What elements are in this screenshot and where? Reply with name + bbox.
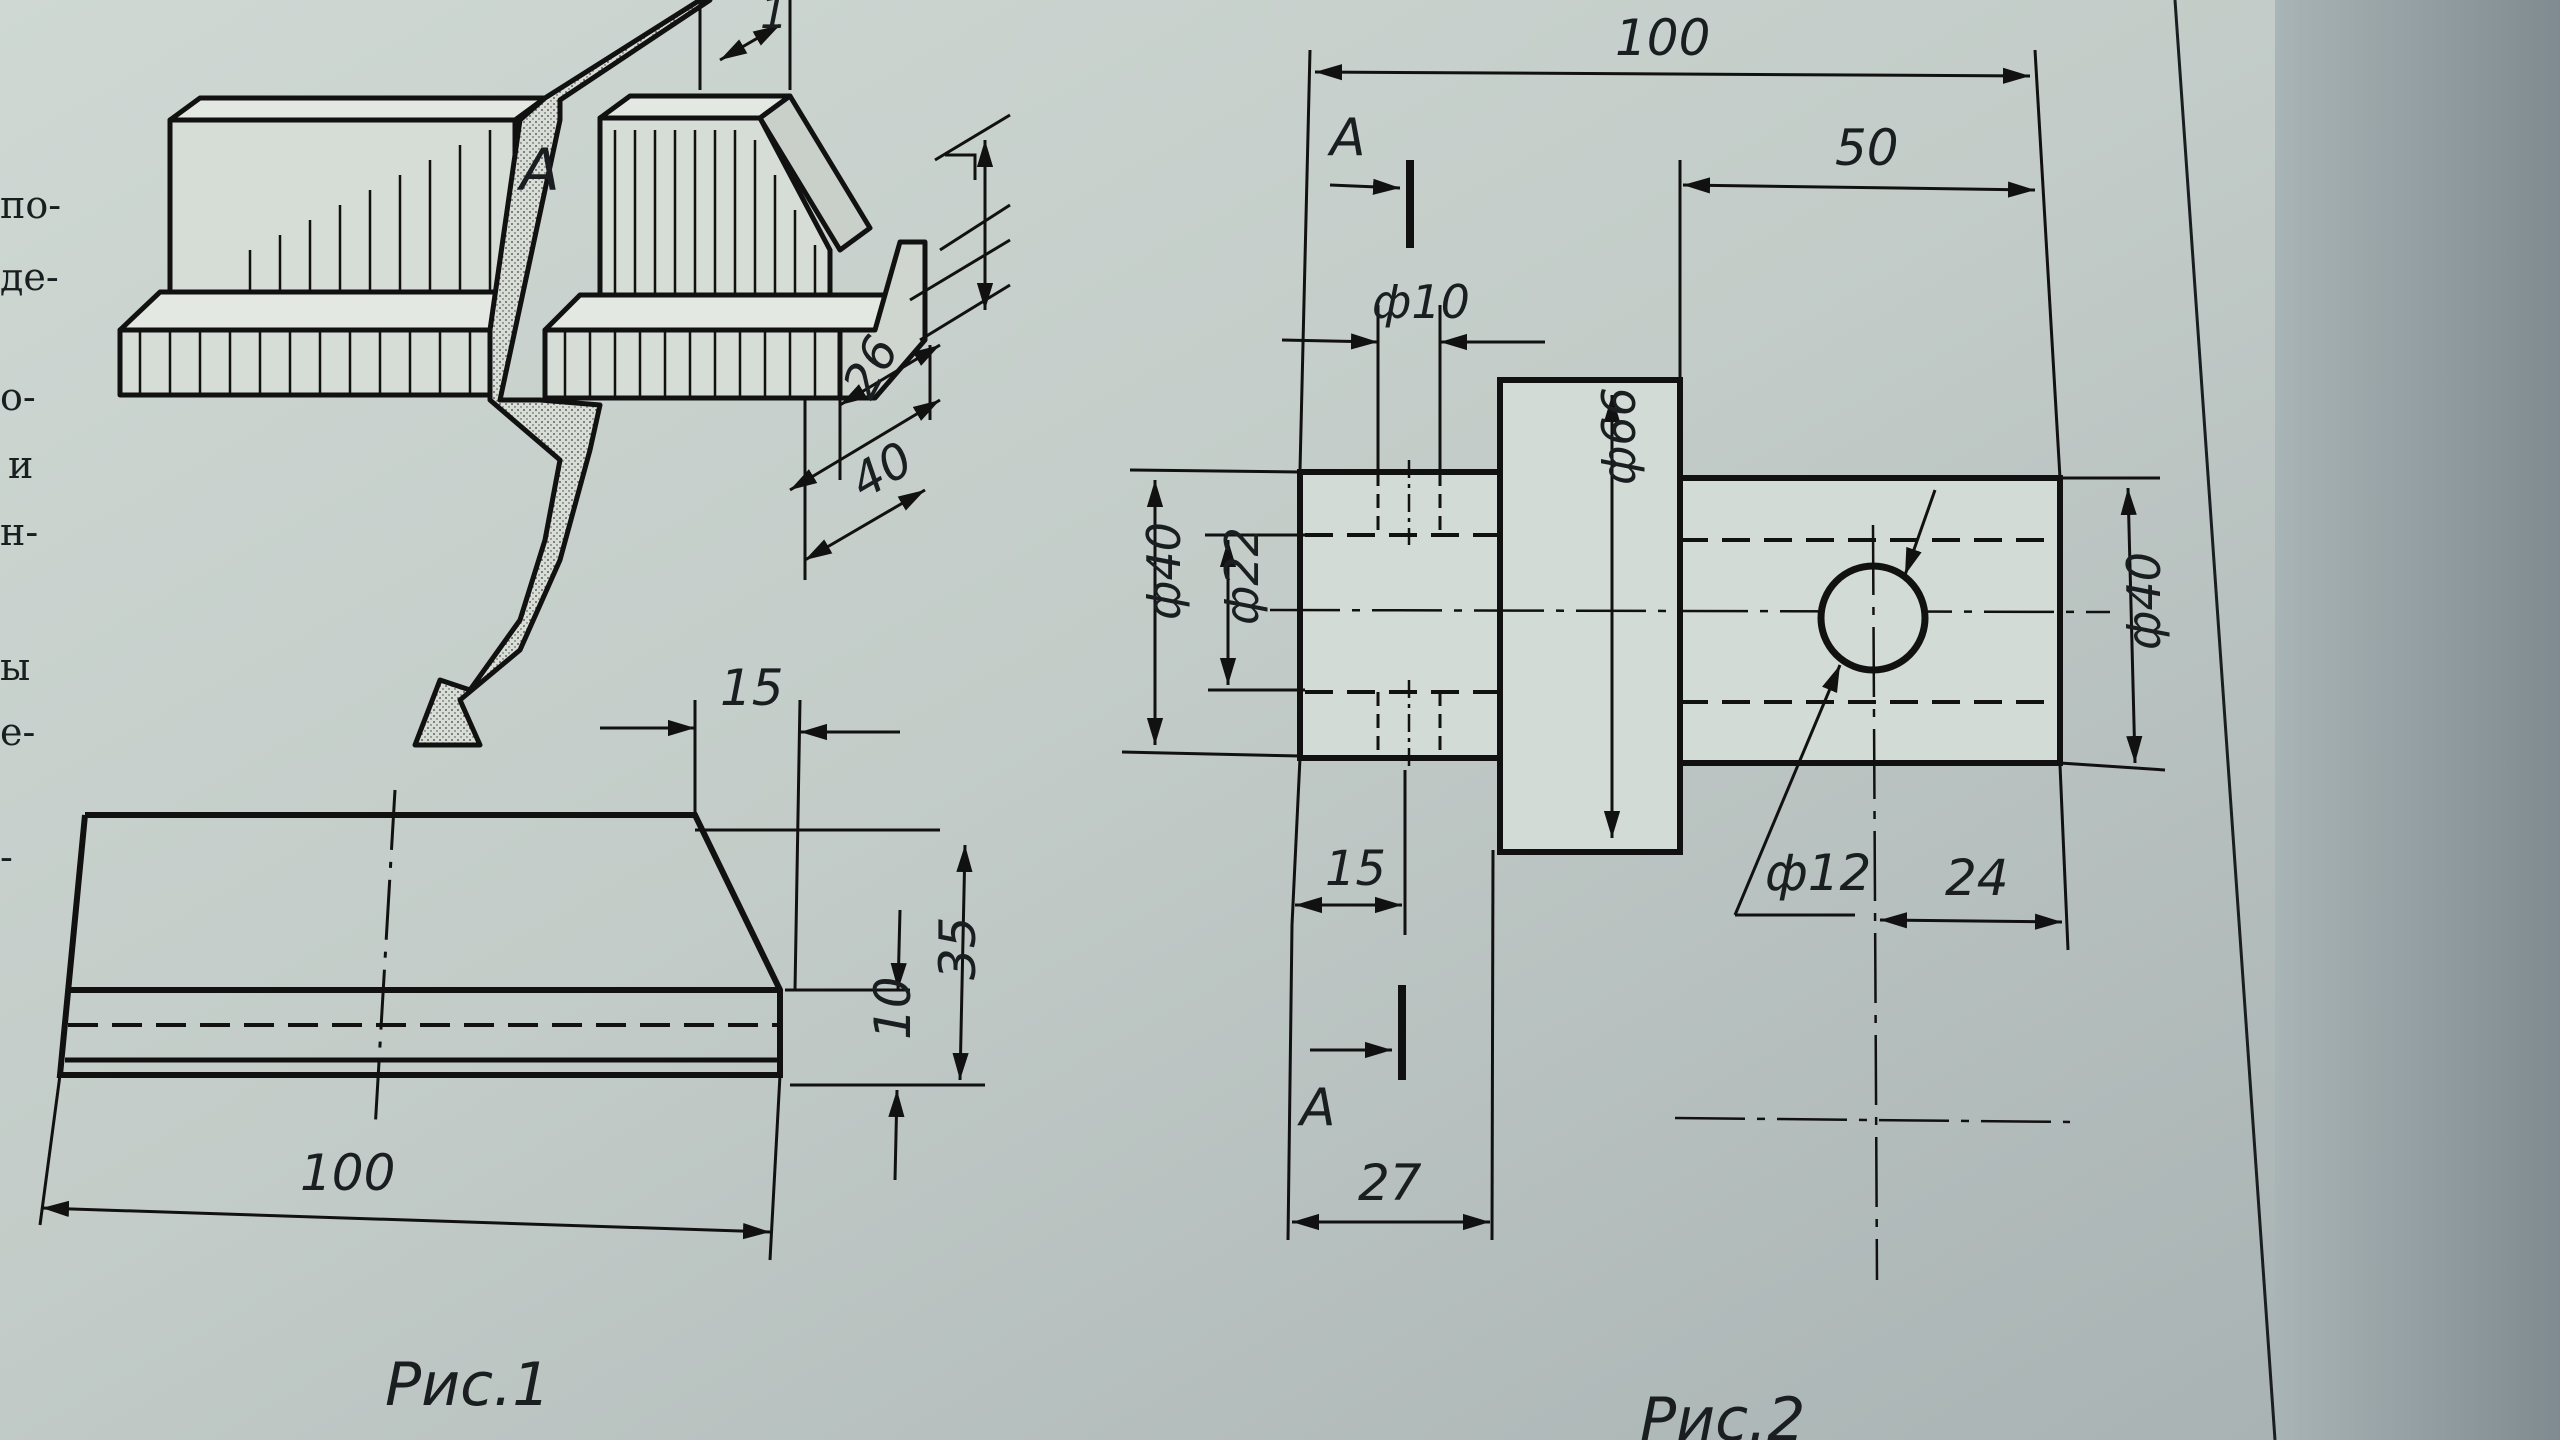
fig2-dim-phi40-right: ф40 [2117,552,2171,650]
fig2-dim-phi12: ф12 [1765,844,1871,902]
fig1-caption: Рис.1 [385,1350,550,1420]
iso-right-base-top [542,292,908,333]
fig2-section-label-bottom: A [1297,1078,1336,1138]
fig2-shaft [1269,377,2111,1281]
fig2-dim-27: 27 [1358,1154,1422,1212]
fig2-dim-phi66: ф66 [1592,387,1646,485]
margin-fragment: по- [0,183,61,227]
iso-left-front [167,117,518,295]
fig2-dim-24: 24 [1945,849,2009,907]
iso-rib-slope [757,93,873,253]
margin-text: по- де- о- и н- ы е- - [0,183,61,879]
section-arrow [412,0,713,748]
iso-section-label: A [516,136,560,204]
page-border-line [2173,0,2277,1440]
fig2-section-label-top: A [1327,108,1366,168]
fig2-dim-15: 15 [1325,841,1386,897]
front-dim-100: 100 [300,1144,395,1202]
fig2-dim-phi10: ф10 [1372,275,1470,329]
margin-fragment: де- [0,255,59,299]
margin-fragment: е- [0,710,35,754]
fig1-front-view [38,699,985,1261]
left-cylinder [1297,469,1503,761]
collar [1497,377,1683,855]
front-dim-10: 10 [864,976,922,1040]
fig2-dimensions [1121,49,2166,1241]
margin-fragment: о- [0,375,36,419]
iso-left-base-front [117,327,493,398]
iso-left-top [167,95,548,123]
fig2-dim-50: 50 [1835,119,1899,177]
right-page [2275,0,2560,1440]
iso-dim-top-fragment: 1 [760,0,788,39]
front-dim-35: 35 [929,916,987,980]
margin-fragment: - [0,835,13,879]
front-centerline [373,789,397,1131]
iso-dimensions [698,0,1011,580]
fig2-dim-100: 100 [1615,9,1710,67]
shaft-axis [1269,608,2111,614]
fig2-dim-phi22: ф22 [1215,527,1269,625]
iso-step-mark [945,153,977,180]
front-outline [56,812,783,1078]
fig2-caption: Рис.2 [1640,1385,1805,1440]
front-dim-15: 15 [720,659,784,717]
margin-fragment: н- [0,510,38,554]
fig2-labels: 100 50 A ф10 ф66 ф40 ф22 ф40 ф12 24 15 A… [1137,9,2171,1440]
fig2-dim-phi40-left: ф40 [1137,522,1191,620]
iso-hatching [138,130,817,398]
margin-fragment: ы [0,645,30,689]
iso-left-base-top [117,289,523,333]
margin-fragment: и [8,443,33,487]
